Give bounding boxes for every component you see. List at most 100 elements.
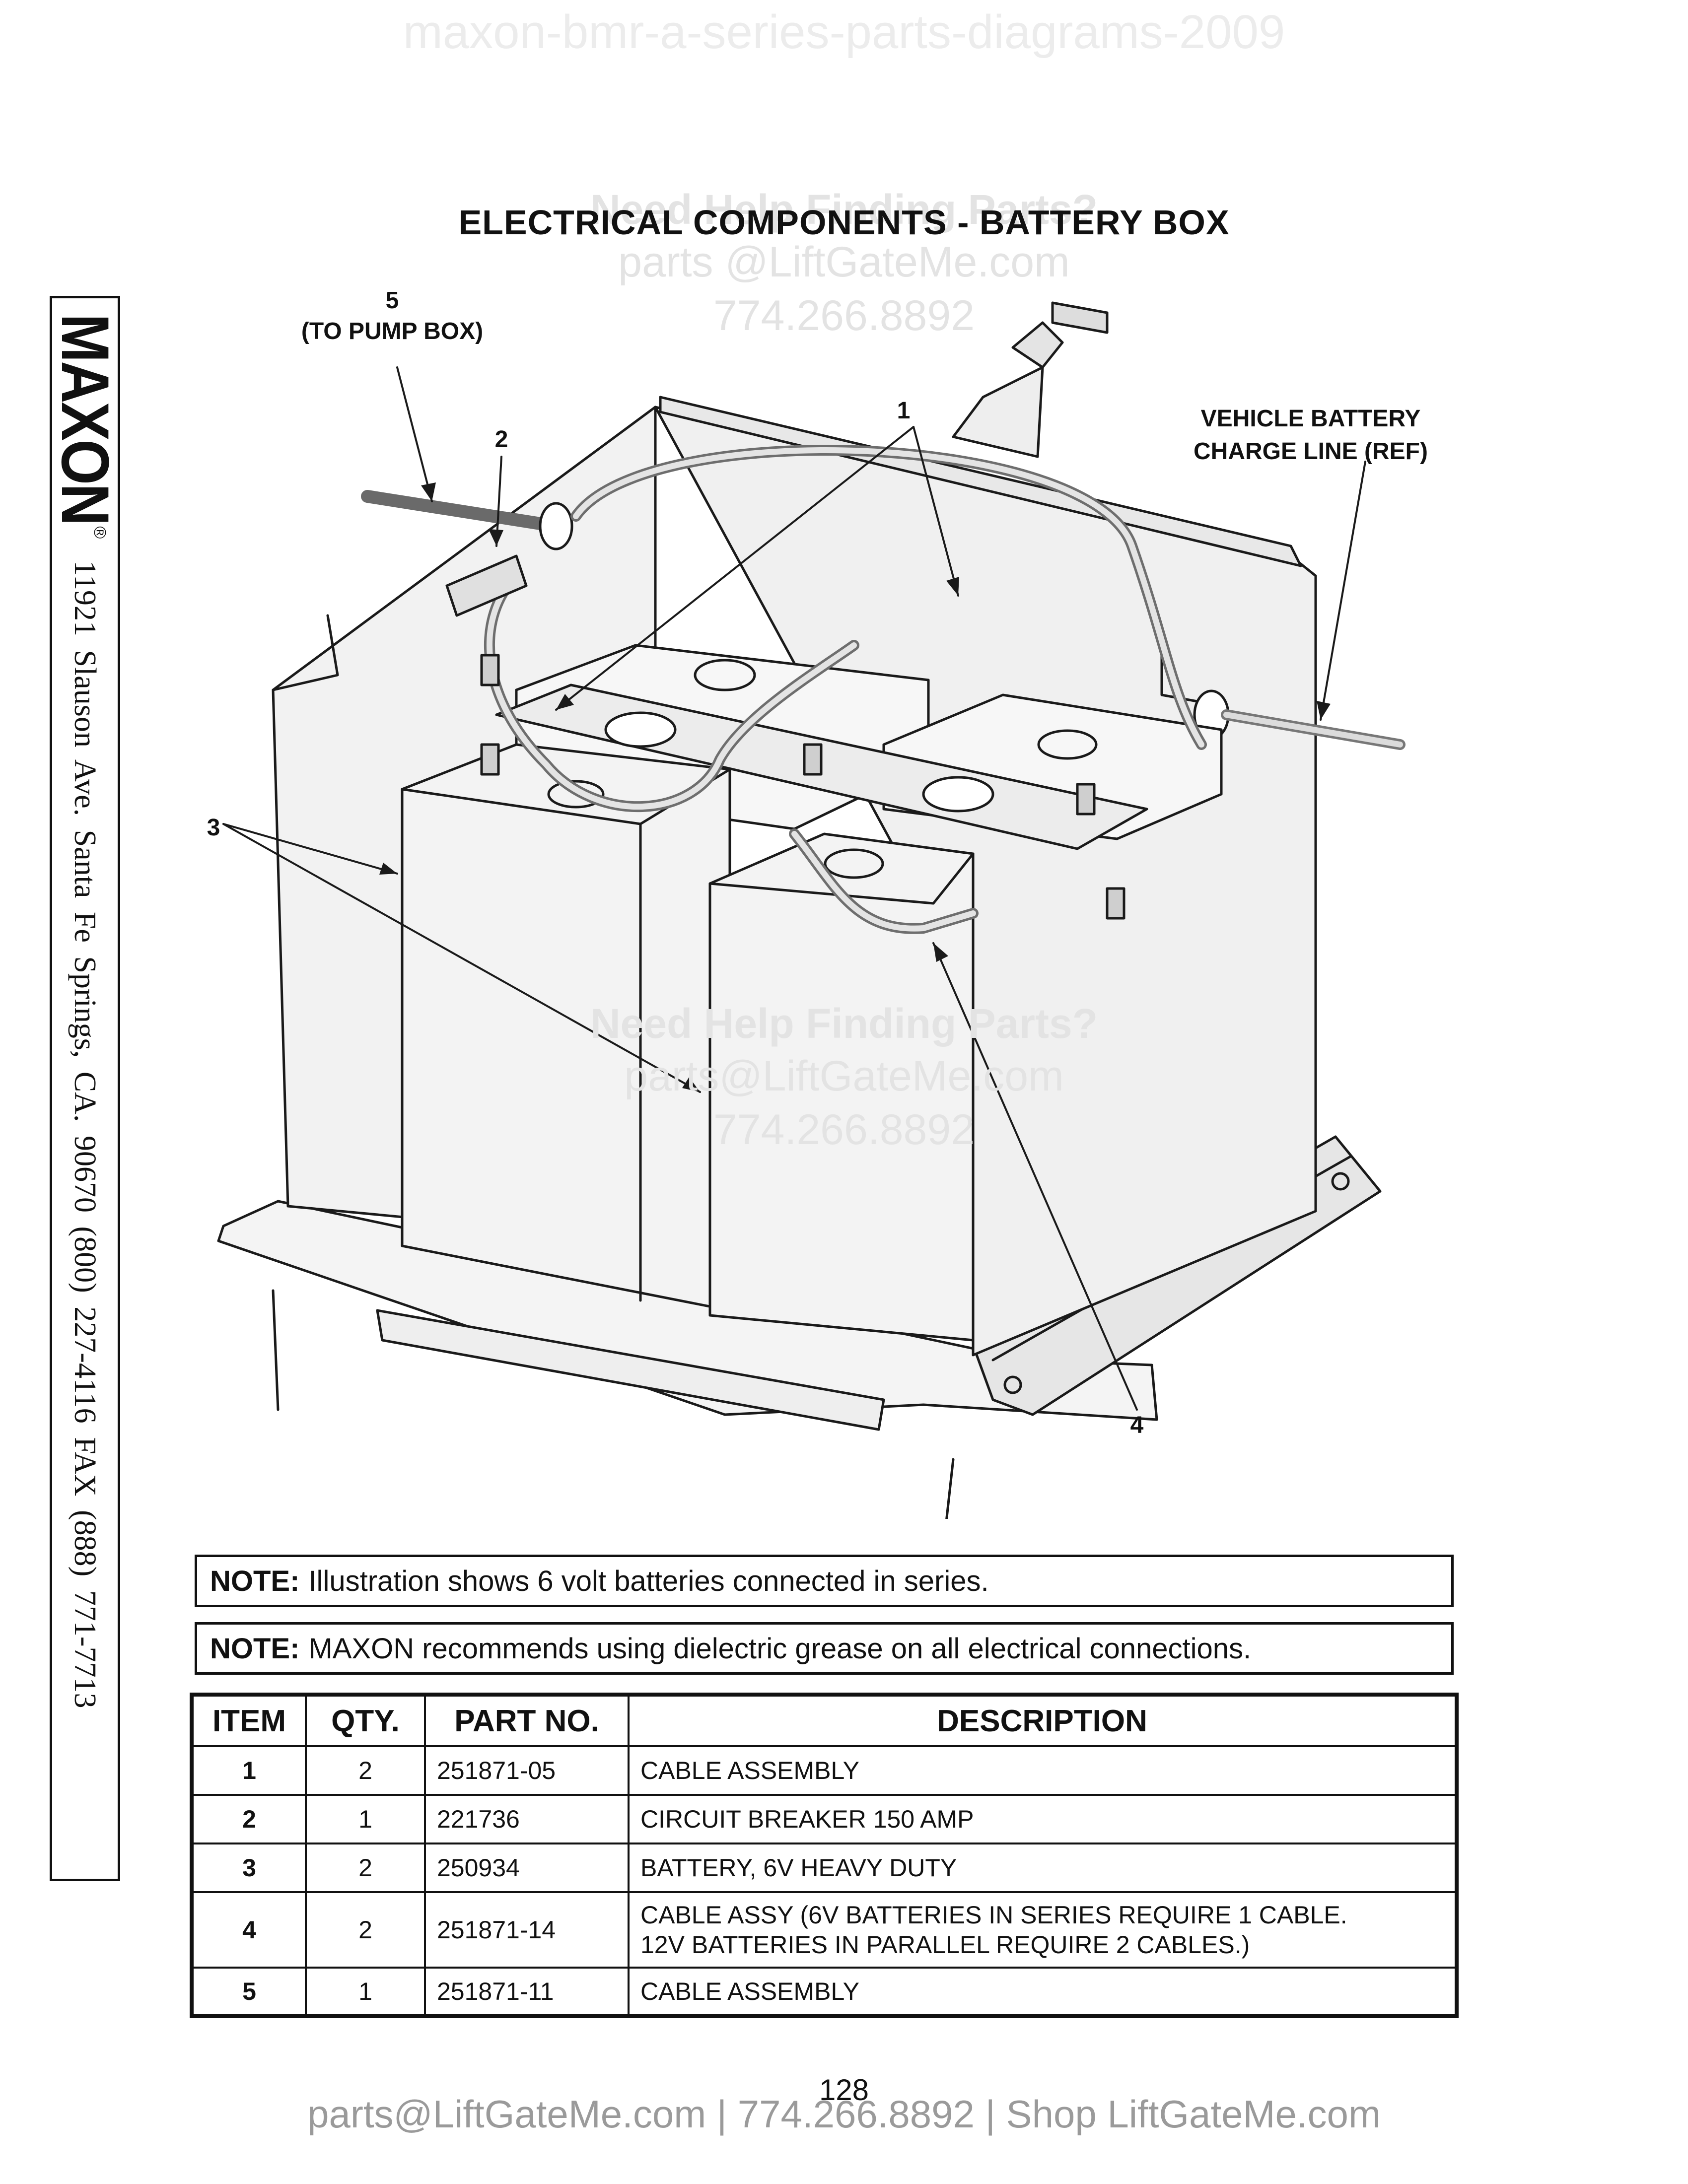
help-watermark-phone: 774.266.8892 xyxy=(713,291,975,340)
circuit-breaker xyxy=(445,554,528,617)
callout-3: 3 xyxy=(207,815,220,841)
battery-cap xyxy=(824,848,884,879)
note-dielectric-grease: NOTE: MAXON recommends using dielectric … xyxy=(195,1622,1454,1675)
col-header-description: DESCRIPTION xyxy=(628,1694,1458,1747)
cell-description: CIRCUIT BREAKER 150 AMP xyxy=(628,1794,1458,1844)
callout-vehicle-line-2: CHARGE LINE (REF) xyxy=(1194,438,1428,465)
cell-part-no: 251871-11 xyxy=(424,1967,630,2017)
hinge xyxy=(376,1309,885,1431)
battery-box-diagram xyxy=(199,268,1489,1550)
description-line-1: CABLE ASSY (6V BATTERIES IN SERIES REQUI… xyxy=(640,1901,1347,1929)
arrowhead xyxy=(682,1077,700,1092)
leader-5 xyxy=(396,366,433,502)
table-row: 4 2 251871-14 CABLE ASSY (6V BATTERIES I… xyxy=(191,1891,1458,1969)
page-number: 128 xyxy=(819,2073,869,2107)
pump-box-cable xyxy=(361,490,563,533)
latch-handle xyxy=(1051,301,1109,334)
wall-lip xyxy=(272,614,339,691)
col-header-item: ITEM xyxy=(191,1694,307,1747)
note-label: NOTE: xyxy=(210,1632,300,1665)
callout-vehicle-line-1: VEHICLE BATTERY xyxy=(1200,406,1421,432)
arrowhead xyxy=(379,863,397,875)
cell-qty: 2 xyxy=(305,1745,426,1796)
cell-qty: 2 xyxy=(305,1891,426,1969)
help-watermark-top: Need Help Finding Parts? parts @LiftGate… xyxy=(546,184,1142,342)
table-row: 3 2 250934 BATTERY, 6V HEAVY DUTY xyxy=(191,1843,1458,1893)
cable-item-1-a-highlight xyxy=(573,447,1204,748)
rail-hole xyxy=(1331,1172,1350,1191)
leader-1-b xyxy=(913,426,959,597)
side-strip-content: MAXON ® 11921 Slauson Ave. Santa Fe Spri… xyxy=(47,307,123,1870)
col-header-qty: QTY. xyxy=(305,1694,426,1747)
rail-hole xyxy=(1003,1375,1022,1394)
bar-ring xyxy=(922,776,994,813)
cable-item-4-highlight xyxy=(791,831,976,932)
terminal-post xyxy=(803,743,823,776)
grommet-left xyxy=(539,502,573,550)
help-watermark-heading: Need Help Finding Parts? xyxy=(590,1000,1098,1047)
cell-item: 3 xyxy=(191,1843,307,1893)
help-watermark-heading: Need Help Finding Parts? xyxy=(590,186,1098,233)
cell-qty: 1 xyxy=(305,1967,426,2017)
note-text: Illustration shows 6 volt batteries conn… xyxy=(308,1565,989,1597)
arrowhead xyxy=(556,694,574,710)
arrowhead xyxy=(946,577,959,596)
cell-item: 2 xyxy=(191,1794,307,1844)
callout-5: 5 xyxy=(385,287,399,314)
description-line-2: 12V BATTERIES IN PARALLEL REQUIRE 2 CABL… xyxy=(640,1931,1250,1959)
cell-part-no: 221736 xyxy=(424,1794,630,1844)
leader-3-a xyxy=(222,823,398,875)
company-address: 11921 Slauson Ave. Santa Fe Springs, CA.… xyxy=(68,560,102,1708)
cell-description: CABLE ASSEMBLY xyxy=(628,1967,1458,2017)
leader-vehicle-line xyxy=(1320,461,1366,721)
note-label: NOTE: xyxy=(210,1565,300,1597)
parts-table-header-row: ITEM QTY. PART NO. DESCRIPTION xyxy=(191,1694,1458,1747)
arrowhead xyxy=(489,529,503,546)
leader-lines xyxy=(222,366,1366,1411)
help-watermark-email: parts@LiftGateMe.com xyxy=(624,1052,1064,1100)
note-text: MAXON recommends using dielectric grease… xyxy=(308,1632,1252,1665)
cell-part-no: 251871-05 xyxy=(424,1745,630,1796)
cell-part-no: 251871-14 xyxy=(424,1891,630,1969)
callout-1: 1 xyxy=(897,398,911,424)
cell-item: 4 xyxy=(191,1891,307,1969)
table-row: 2 1 221736 CIRCUIT BREAKER 150 AMP xyxy=(191,1794,1458,1844)
leader-arrowheads xyxy=(379,482,1331,1092)
help-watermark-email: parts @LiftGateMe.com xyxy=(618,238,1070,286)
bar-ring xyxy=(604,711,677,748)
terminal-posts xyxy=(480,654,1125,920)
leader-4 xyxy=(932,942,1138,1411)
table-row: 5 1 251871-11 CABLE ASSEMBLY xyxy=(191,1967,1458,2017)
battery-top-edge xyxy=(708,852,975,905)
battery-cap xyxy=(1037,729,1098,760)
terminal-post xyxy=(480,654,500,686)
latch-mount xyxy=(952,366,1044,458)
latch-body xyxy=(1011,321,1064,369)
cell-description: CABLE ASSEMBLY xyxy=(628,1745,1458,1796)
arrowhead xyxy=(1317,701,1331,720)
cell-description: CABLE ASSY (6V BATTERIES IN SERIES REQUI… xyxy=(628,1891,1458,1969)
leader-3-b xyxy=(222,823,701,1093)
maxon-logo: MAXON xyxy=(47,314,123,525)
cell-qty: 1 xyxy=(305,1794,426,1844)
company-side-strip: MAXON ® 11921 Slauson Ave. Santa Fe Spri… xyxy=(47,296,123,1881)
page-title: ELECTRICAL COMPONENTS - BATTERY BOX xyxy=(458,203,1230,242)
parts-table: ITEM QTY. PART NO. DESCRIPTION 1 2 25187… xyxy=(190,1693,1459,2018)
help-watermark-phone: 774.266.8892 xyxy=(713,1105,975,1154)
cell-item: 5 xyxy=(191,1967,307,2017)
battery-cap xyxy=(694,659,756,691)
note-series-batteries: NOTE: Illustration shows 6 volt batterie… xyxy=(195,1555,1454,1607)
callout-2: 2 xyxy=(494,426,508,453)
arrowhead xyxy=(421,482,436,501)
callout-4: 4 xyxy=(1130,1412,1144,1438)
arrowhead xyxy=(933,943,948,962)
battery-box-illustration xyxy=(217,301,1406,1550)
cell-item: 1 xyxy=(191,1745,307,1796)
top-watermark: maxon-bmr-a-series-parts-diagrams-2009 xyxy=(403,5,1285,59)
cell-qty: 2 xyxy=(305,1843,426,1893)
table-row: 1 2 251871-05 CABLE ASSEMBLY xyxy=(191,1745,1458,1796)
leader-1-a xyxy=(555,426,914,711)
footer-contact: parts@LiftGateMe.com | 774.266.8892 | Sh… xyxy=(307,2092,1381,2136)
terminal-post xyxy=(1106,887,1125,920)
cell-description: BATTERY, 6V HEAVY DUTY xyxy=(628,1843,1458,1893)
